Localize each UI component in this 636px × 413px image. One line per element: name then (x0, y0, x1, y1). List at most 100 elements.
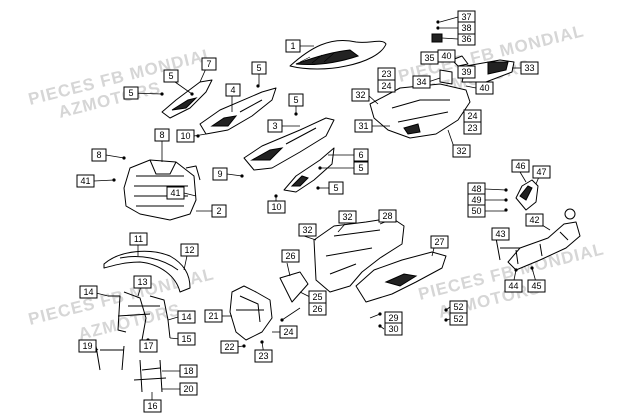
callout-label: 8 (154, 128, 170, 142)
callout-number: 16 (147, 401, 157, 411)
callout-number: 50 (471, 206, 481, 216)
callout-label: 13 (133, 275, 152, 289)
callout-label: 5 (328, 181, 344, 195)
callout-number: 30 (388, 324, 398, 334)
callout-number: 24 (283, 327, 293, 337)
callout-number: 40 (479, 83, 489, 93)
callout-number: 19 (82, 341, 92, 351)
callout-number: 12 (184, 245, 194, 255)
callout-label: 10 (267, 200, 286, 214)
callout-number: 32 (456, 146, 466, 156)
callout-number: 39 (461, 67, 471, 77)
callout-label: 16 (143, 399, 162, 413)
callout-number: 47 (536, 167, 546, 177)
callout-label: 26 (281, 249, 300, 263)
callout-number: 8 (96, 150, 101, 160)
callout-number: 43 (495, 229, 505, 239)
callout-label: 8 (91, 148, 107, 162)
callout-label: 5 (251, 61, 267, 75)
callout-number: 7 (206, 59, 211, 69)
callout-label: 47 (532, 165, 551, 179)
callout-number: 18 (183, 366, 193, 376)
callout-label: 19 (78, 339, 97, 353)
callout-label: 2 (211, 204, 227, 218)
callout-number: 46 (515, 161, 525, 171)
callout-number: 28 (382, 211, 392, 221)
callout-label: 12 (180, 243, 199, 257)
callout-number: 31 (358, 121, 368, 131)
callout-number: 41 (170, 188, 180, 198)
callout-label: 44 (504, 279, 523, 293)
callout-label: 31 (354, 119, 373, 133)
callout-label: 27 (430, 235, 449, 249)
callout-number: 24 (381, 81, 391, 91)
part-drawings (95, 20, 581, 393)
callout-number: 4 (230, 85, 235, 95)
callout-label: 7 (201, 57, 217, 71)
callout-number: 9 (217, 169, 222, 179)
callout-label: 39 (457, 65, 476, 79)
callout-label: 24 (279, 325, 298, 339)
callout-number: 6 (358, 150, 363, 160)
callout-label: 23 (377, 67, 396, 81)
callout-label: 40 (475, 81, 494, 95)
callout-number: 35 (424, 53, 434, 63)
callout-number: 32 (302, 225, 312, 235)
callout-label: 25 (308, 290, 327, 304)
callout-label: 52 (449, 312, 468, 326)
callout-number: 20 (183, 384, 193, 394)
callout-label: 41 (166, 186, 185, 200)
callout-label: 10 (176, 129, 195, 143)
callout-number: 3 (272, 121, 277, 131)
callout-number: 5 (168, 71, 173, 81)
callout-label: 14 (177, 310, 196, 324)
callout-label: 6 (353, 148, 369, 162)
callout-number: 44 (508, 281, 518, 291)
lower-body-part (313, 217, 447, 303)
callout-label: 22 (220, 340, 239, 354)
callout-label: 32 (351, 88, 370, 102)
callout-number: 34 (416, 77, 426, 87)
callout-number: 15 (181, 334, 191, 344)
radiator-frame-part (123, 159, 201, 221)
callout-number: 33 (524, 63, 534, 73)
mudguard-frame-part (229, 285, 273, 341)
callout-label: 43 (491, 227, 510, 241)
callout-number: 8 (159, 130, 164, 140)
side-panel-part (199, 87, 277, 135)
callout-number: 27 (434, 237, 444, 247)
callout-number: 48 (471, 184, 481, 194)
callout-label: 9 (212, 167, 228, 181)
clip-part (431, 20, 443, 43)
callout-label: 21 (204, 309, 223, 323)
front-fender-part (103, 250, 191, 293)
callout-number: 25 (312, 292, 322, 302)
callout-label: 33 (520, 61, 539, 75)
callout-number: 22 (224, 342, 234, 352)
callout-number: 14 (181, 312, 191, 322)
callout-number: 5 (293, 95, 298, 105)
callout-label: 48 (467, 182, 486, 196)
callout-label: 4 (225, 83, 241, 97)
callout-number: 11 (134, 234, 143, 244)
callout-number: 32 (342, 212, 352, 222)
callout-label: 30 (384, 322, 403, 336)
seat-part (289, 40, 387, 70)
callout-label: 50 (467, 204, 486, 218)
callout-label: 24 (463, 109, 482, 123)
callout-label: 23 (254, 349, 273, 363)
callout-labels: 1 2 3 4 5 5 5 5 5 5 6 7 8 8 9 10 10 11 1… (76, 10, 551, 413)
callout-number: 26 (312, 304, 322, 314)
callout-label: 28 (378, 209, 397, 223)
callout-number: 24 (467, 111, 477, 121)
callout-label: 32 (452, 144, 471, 158)
callout-label: 45 (527, 279, 546, 293)
rear-carrier-part (369, 83, 471, 139)
callout-number: 1 (290, 41, 295, 51)
callout-number: 37 (461, 12, 471, 22)
callout-label: 32 (338, 210, 357, 224)
callout-label: 36 (457, 32, 476, 46)
callout-label: 40 (437, 49, 456, 63)
